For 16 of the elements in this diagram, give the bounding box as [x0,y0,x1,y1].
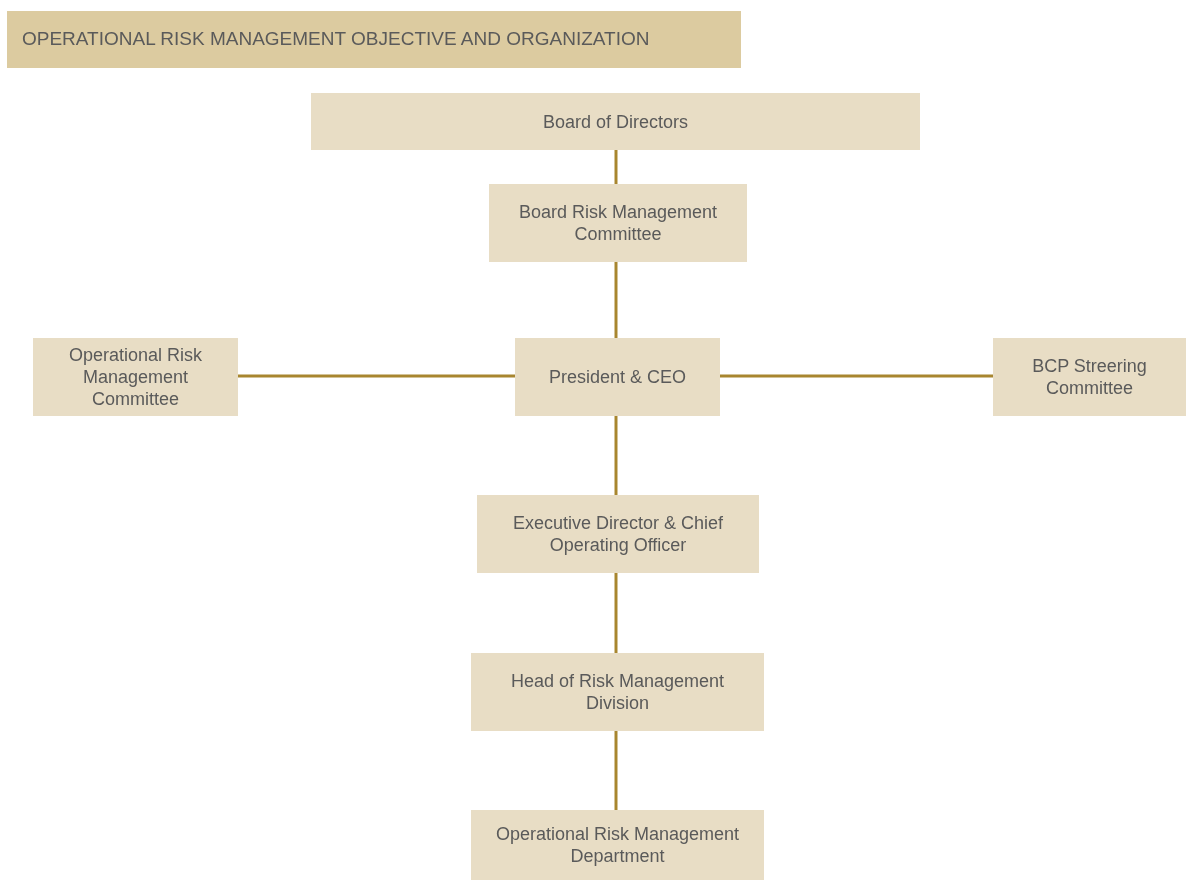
org-box: President & CEO [515,338,720,416]
connector-line [720,374,993,378]
title-banner: OPERATIONAL RISK MANAGEMENT OBJECTIVE AND ORGANIZATION [7,11,741,68]
org-box: Operational Risk Management Department [471,810,764,880]
org-box: Board Risk Management Committee [489,184,747,262]
connector-line [614,573,618,653]
org-box: BCP Streering Committee [993,338,1186,416]
org-box: Board of Directors [311,93,920,150]
connector-line [614,150,618,184]
connector-line [614,416,618,495]
org-box: Head of Risk Management Division [471,653,764,731]
connector-line [614,262,618,338]
connector-line [238,374,515,378]
org-box: Operational Risk Management Committee [33,338,238,416]
connector-line [614,731,618,810]
org-box: Executive Director & Chief Operating Officer [477,495,759,573]
